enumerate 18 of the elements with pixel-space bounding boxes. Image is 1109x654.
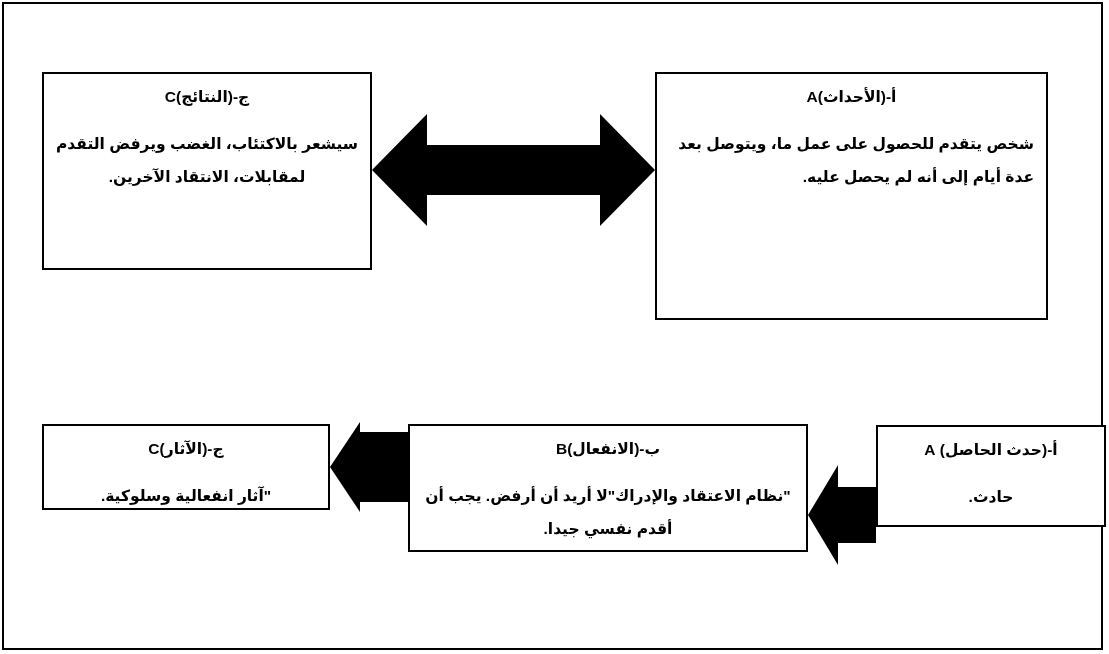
consequence-box xyxy=(42,72,372,270)
event-box xyxy=(655,72,1048,320)
emotion-box xyxy=(408,424,808,552)
block-arrow xyxy=(330,422,408,512)
double-block-arrow xyxy=(372,114,655,226)
box-text: حادث. xyxy=(967,487,1015,507)
box-heading: ج-(النتائج)C xyxy=(163,88,251,106)
box-heading: ب-(الانفعال)B xyxy=(554,440,662,458)
box-heading: ج-(الآثار)C xyxy=(147,440,225,458)
box-text: "آثار انفعالية وسلوكية. xyxy=(99,485,273,507)
block-arrow xyxy=(808,465,876,565)
box-heading: أ-(الأحداث)A xyxy=(805,88,898,106)
box-text: "نظام الاعتقاد والإدراك"لا أريد أن أرفض. يجب أن أقدم نفسي جيدا. xyxy=(424,485,792,541)
box-text: سيشعر بالاكتئاب، الغضب ويرفض التقدم لمقابلات، الانتقاد الآخرين. xyxy=(56,134,358,188)
box-text: شخص يتقدم للحصول على عمل ما، ويتوصل بعد عدة أيام إلى أنه لم يحصل عليه. xyxy=(677,134,1034,188)
effects-box xyxy=(42,424,330,510)
event-box xyxy=(876,425,1106,527)
box-heading: أ-(حدث الحاصل) A xyxy=(923,441,1059,459)
